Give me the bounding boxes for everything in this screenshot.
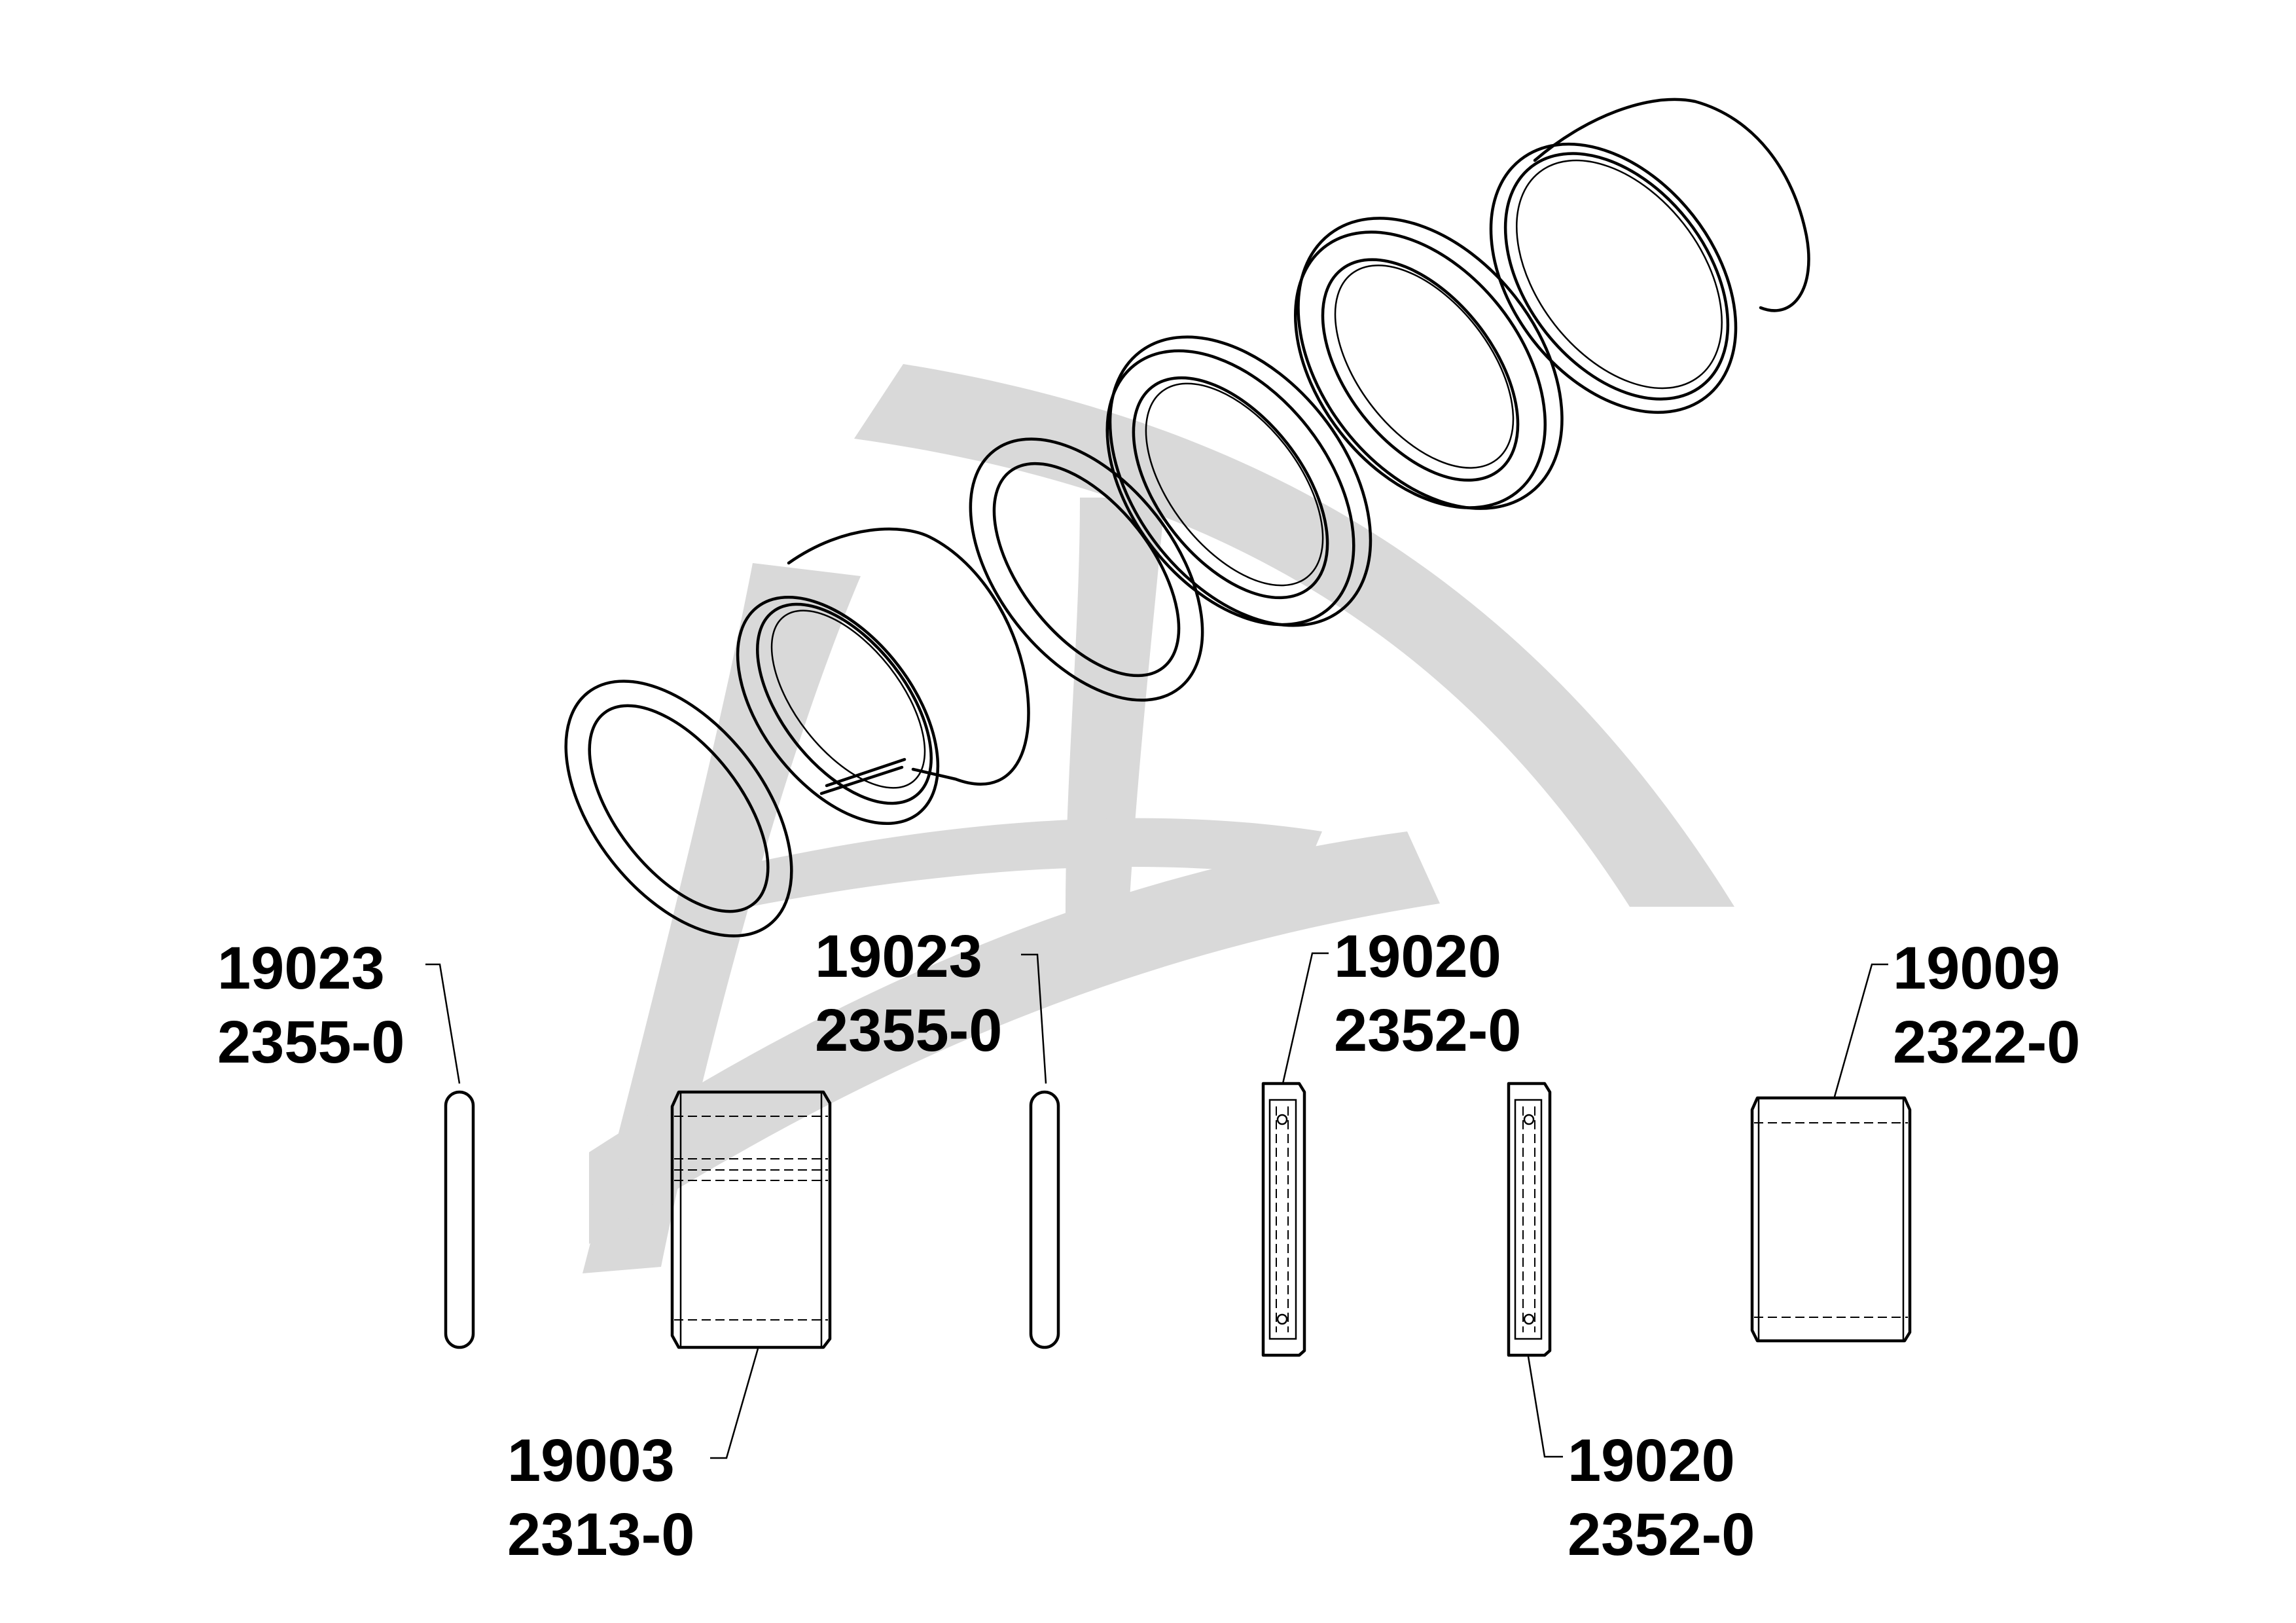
callout-5-part-no: 19020: [1568, 1427, 1735, 1494]
leader-5: [1527, 1356, 1563, 1458]
callout-5-ref: 2352-0: [1568, 1501, 1755, 1568]
callout-4-ref: 2352-0: [1334, 997, 1521, 1064]
callout-4-part-no: 19020: [1334, 923, 1501, 990]
leader-lines: [425, 952, 1888, 1459]
seal-ring-2: [1293, 217, 1564, 510]
leader-3: [1021, 953, 1047, 1084]
callout-1-part-no: 19023: [217, 935, 385, 1002]
callout-labels: 19023 2355-0 19003 2313-0 19023 2355-0 1…: [217, 923, 2080, 1568]
outer-bushing: [1489, 98, 1810, 414]
callout-2-ref: 2313-0: [507, 1501, 694, 1568]
bushing-side-view: [670, 1090, 832, 1349]
side-views: [444, 1082, 1912, 1357]
seal-side-view-2: [1507, 1082, 1552, 1357]
callout-1-ref: 2355-0: [217, 1009, 404, 1076]
callout-6-part-no: 19009: [1893, 935, 2060, 1002]
leader-6: [1833, 963, 1888, 1097]
exploded-assembly: [564, 98, 1810, 938]
callout-2-part-no: 19003: [507, 1427, 675, 1494]
leader-4: [1282, 952, 1329, 1084]
leader-1: [425, 963, 461, 1084]
callout-6-ref: 2322-0: [1893, 1009, 2080, 1076]
o-ring-side-view-1: [444, 1090, 475, 1349]
seal-side-view-1: [1261, 1082, 1306, 1357]
seal-ring-1: [1105, 335, 1372, 627]
o-ring-side-view-2: [1029, 1090, 1060, 1349]
bushing: [736, 527, 1030, 826]
callout-3-ref: 2355-0: [815, 997, 1002, 1064]
watermark-logo: [583, 364, 1734, 1273]
outer-bushing-side-view: [1750, 1096, 1912, 1343]
spacer-ring-left: [564, 680, 793, 938]
leader-2: [710, 1348, 759, 1459]
callout-3-part-no: 19023: [815, 923, 982, 990]
